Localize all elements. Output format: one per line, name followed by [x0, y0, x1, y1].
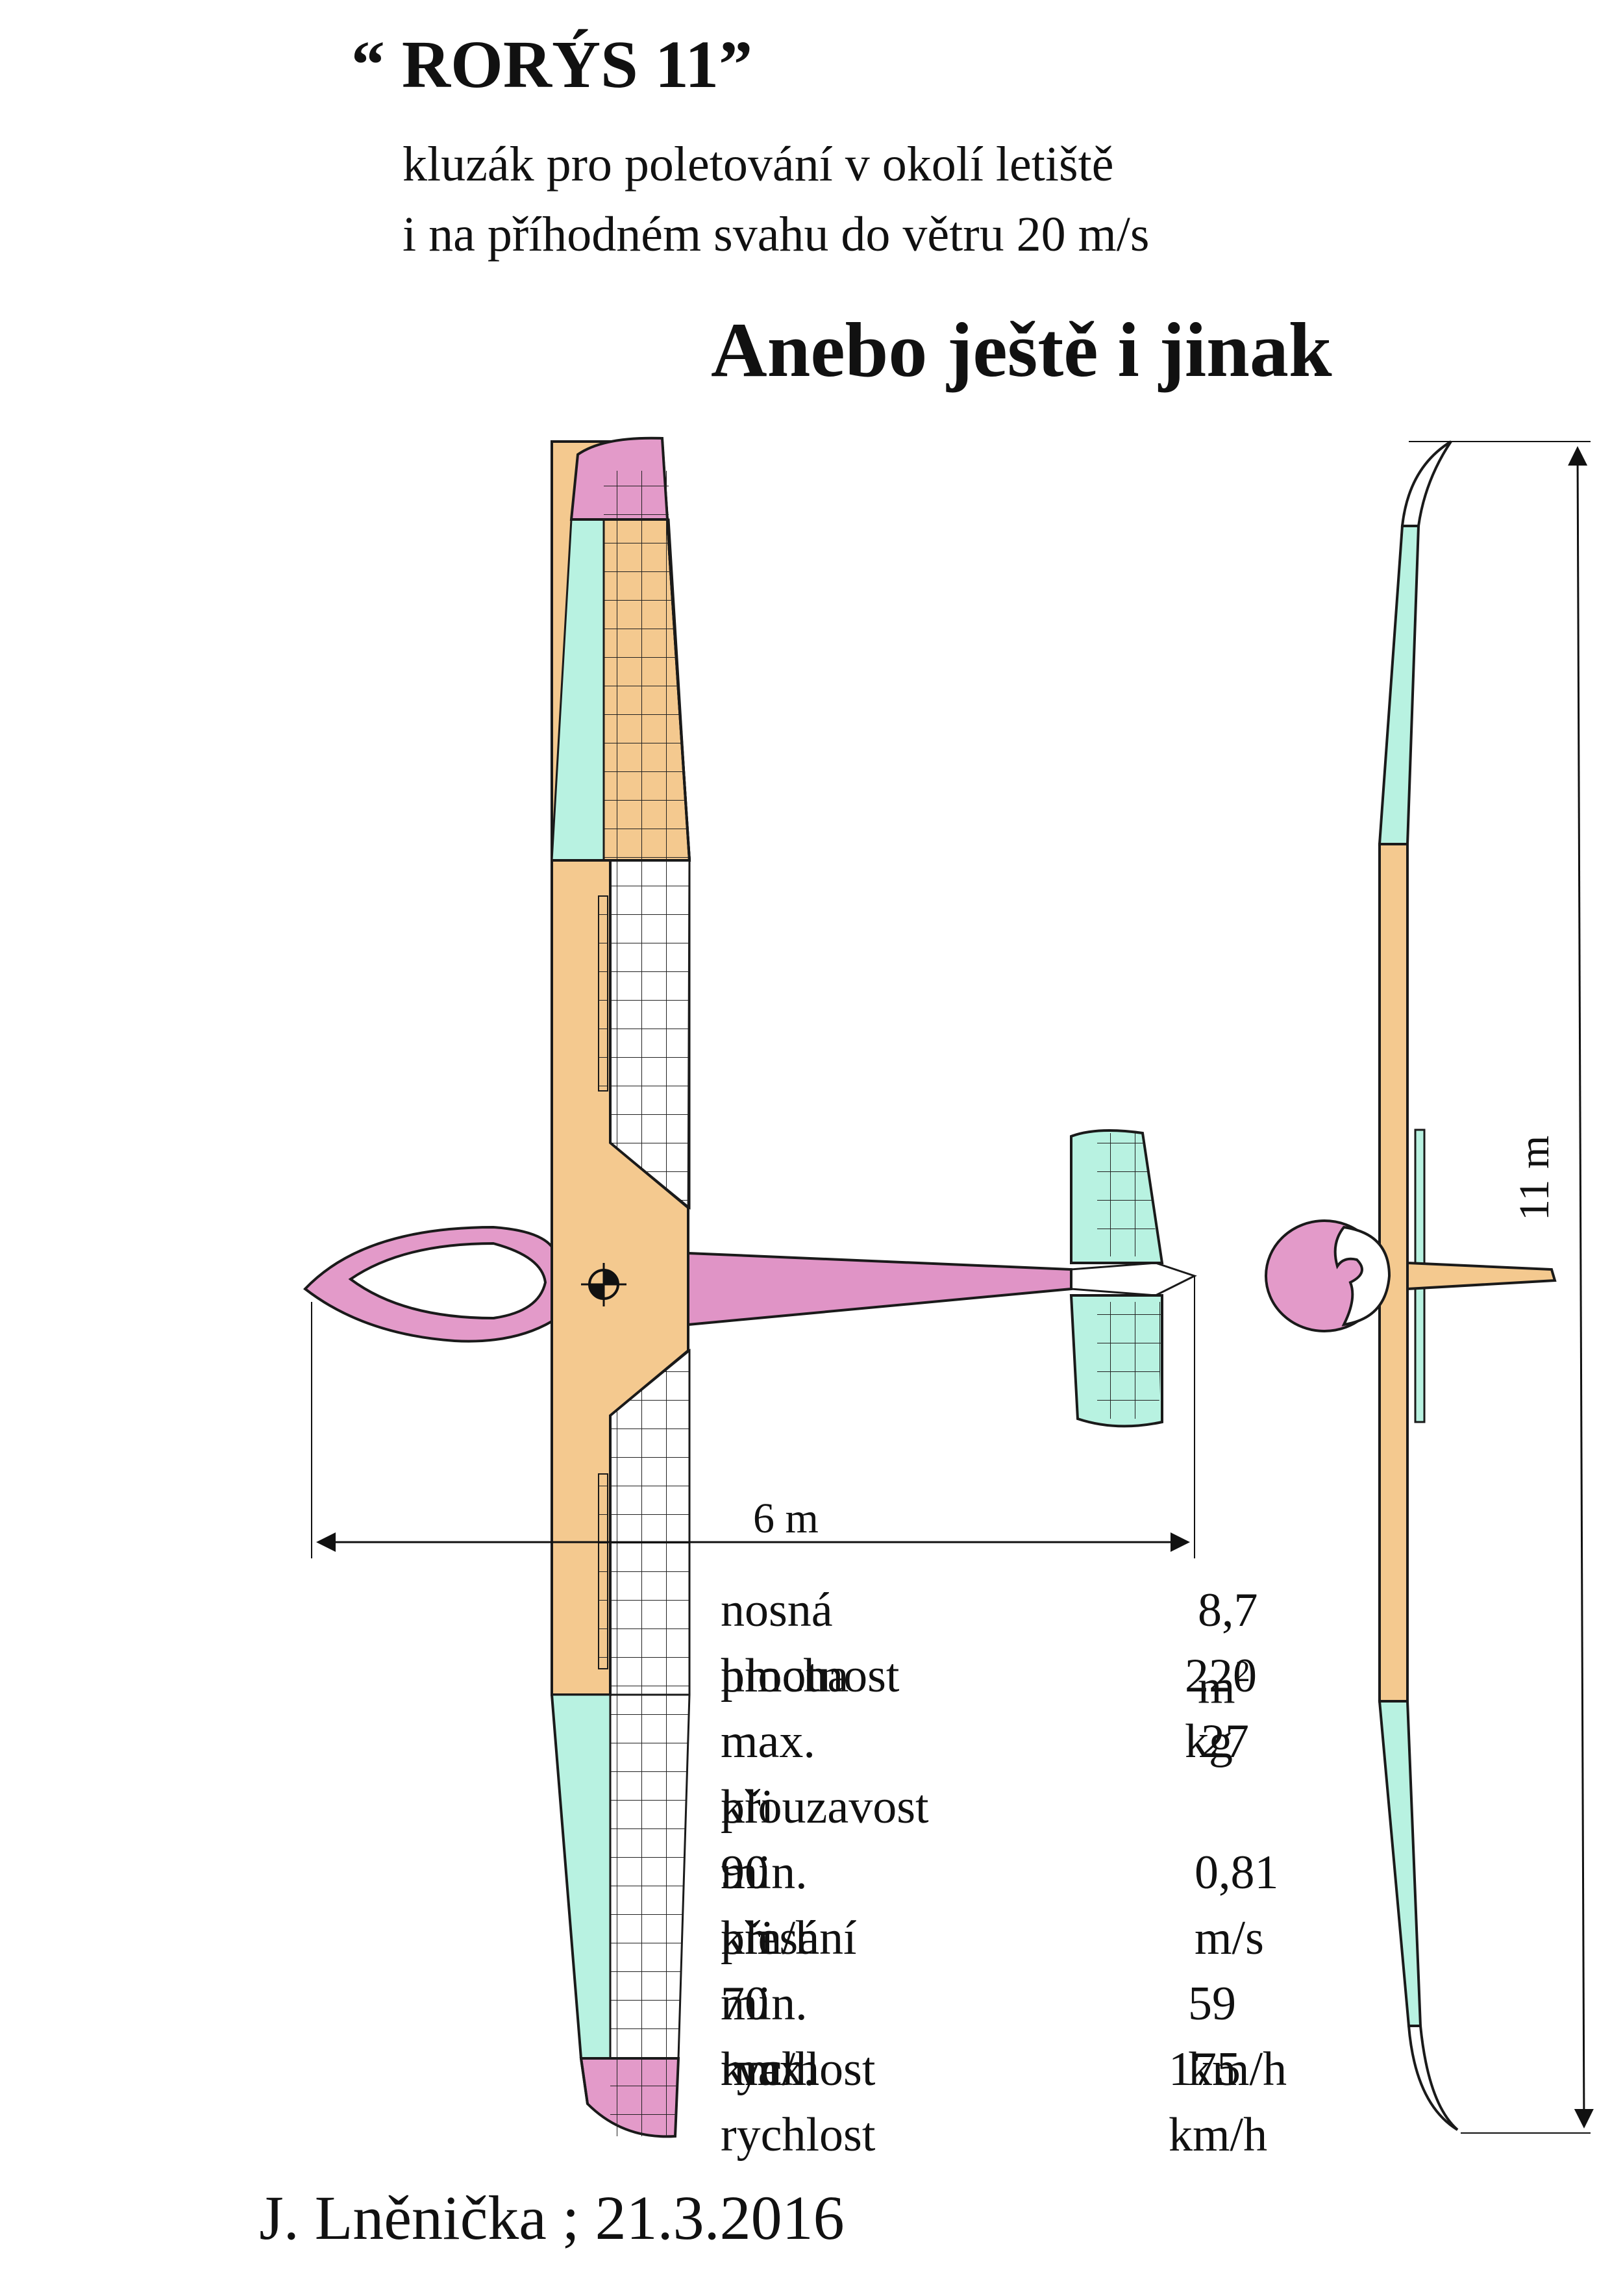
canopy	[348, 1242, 547, 1320]
spec-label: při 90 km/h	[721, 1780, 820, 1965]
page-title: “ RORÝS 11”	[351, 27, 753, 102]
spec-label: při 70 km/h	[721, 1912, 820, 2096]
spec-value: 27	[1201, 1715, 1249, 1768]
spec-label: hmotnost	[721, 1649, 900, 1703]
spec-value: 175 km/h	[1169, 2043, 1268, 2162]
length-dimension-label: 6 m	[753, 1495, 819, 1542]
tail-boom	[687, 1251, 1072, 1327]
spec-value: 59 km/h	[1188, 1977, 1287, 2096]
top-view	[303, 436, 1197, 2138]
heading: Anebo ještě i jinak	[711, 306, 1332, 393]
spec-value: 0,81 m/s	[1195, 1846, 1279, 1965]
author-date: J. Lněnička ; 21.3.2016	[259, 2183, 845, 2252]
front-upper-wing-tip	[1400, 440, 1452, 527]
spec-value: 8,7 m2	[1198, 1584, 1258, 1714]
span-dimension-label: 11 m	[1511, 1136, 1558, 1221]
spec-label: min. rychlost	[721, 1977, 876, 2096]
front-canopy	[1333, 1225, 1391, 1327]
front-upper-outer-wing	[1378, 525, 1420, 845]
spec-label: max. rychlost	[721, 2043, 876, 2162]
horizontal-tail	[1069, 1129, 1197, 1428]
subtitle-line-2: i na příhodném svahu do větru 20 m/s	[403, 207, 1150, 262]
front-view	[1265, 440, 1594, 2134]
cg-symbol-icon	[581, 1263, 626, 1306]
spec-label: nosná plocha	[721, 1584, 849, 1703]
spec-label: max. klouzavost	[721, 1715, 929, 1834]
subtitle-line-1: kluzák pro poletování v okolí letiště	[403, 137, 1114, 192]
front-lower-outer-wing	[1378, 1700, 1422, 2027]
span-dimension-line	[1568, 446, 1594, 2128]
spec-label: min. klesání	[721, 1846, 857, 1965]
front-horizontal-tail	[1406, 1261, 1557, 1291]
spec-value: 220 kg	[1185, 1649, 1257, 1768]
lower-aileron	[551, 1693, 612, 2060]
front-lower-wing-tip	[1407, 2025, 1459, 2131]
